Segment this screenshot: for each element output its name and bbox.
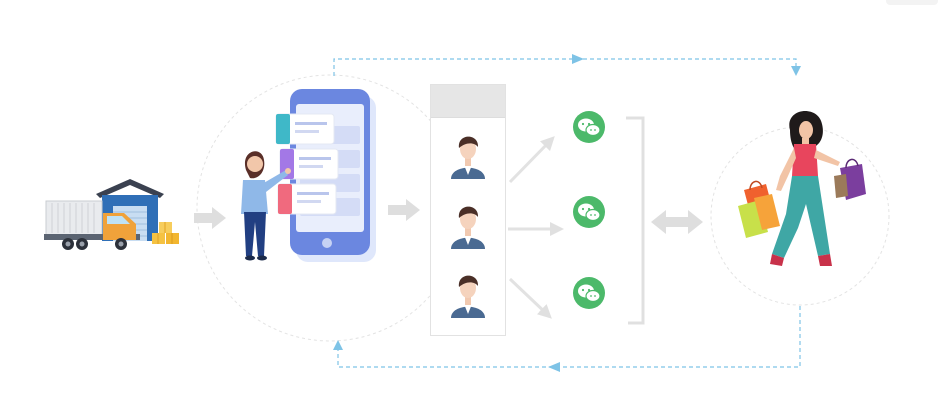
top-flow-mid-arrow: [572, 54, 584, 64]
agent-avatars: [451, 136, 485, 318]
bottom-flow-line: [333, 306, 801, 372]
boxes-icon: [152, 222, 179, 244]
floating-cards: [275, 113, 339, 215]
double-arrow: [651, 210, 703, 234]
wechat-icon: [573, 111, 605, 143]
customer-circle: [710, 126, 890, 306]
bottom-flow-mid-arrow: [548, 362, 560, 372]
avatar-icon: [451, 206, 485, 249]
agent-panel-header: [431, 85, 505, 118]
fan-arrow-top: [508, 136, 555, 184]
top-flow-line: [333, 54, 801, 76]
corner-tab: [886, 0, 938, 5]
truck-icon: [44, 200, 140, 250]
avatar-icon: [451, 136, 485, 179]
avatar-icon: [451, 275, 485, 318]
gray-arrow-2: [388, 199, 420, 221]
channel-bracket: [626, 116, 645, 325]
gray-arrow-1: [194, 207, 226, 229]
wechat-icon: [573, 277, 605, 309]
shopping-bags-icon: [738, 158, 866, 238]
person-at-phone-icon: [241, 151, 291, 261]
fan-arrow-bottom: [508, 277, 552, 319]
shopper-woman-icon: [770, 111, 840, 266]
wechat-icon: [573, 196, 605, 228]
